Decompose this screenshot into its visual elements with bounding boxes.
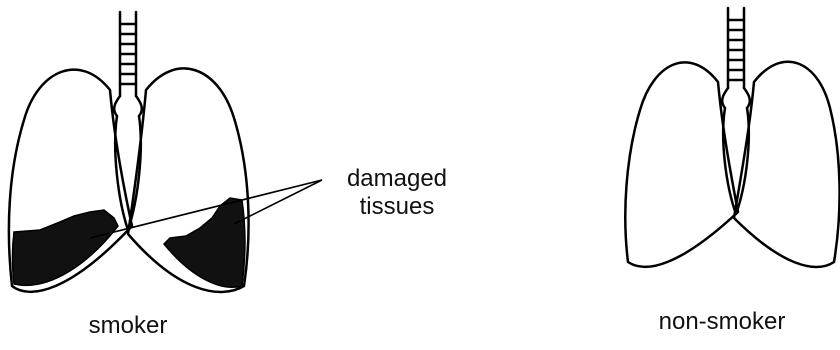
- damaged-tissue-right: [164, 198, 245, 287]
- non-smoker-left-lung: [625, 62, 738, 266]
- damaged-tissues-label-line2: tissues: [322, 193, 472, 221]
- damaged-tissues-label: damaged tissues: [322, 165, 472, 221]
- damaged-tissue-left: [13, 210, 119, 285]
- smoker-caption: smoker: [68, 312, 188, 340]
- non-smoker-caption: non-smoker: [632, 308, 812, 336]
- non-smoker-lungs: [625, 8, 839, 267]
- non-smoker-trachea: [722, 8, 750, 108]
- smoker-trachea: [114, 12, 142, 116]
- non-smoker-right-lung: [734, 62, 840, 267]
- damaged-tissues-label-line1: damaged: [322, 165, 472, 193]
